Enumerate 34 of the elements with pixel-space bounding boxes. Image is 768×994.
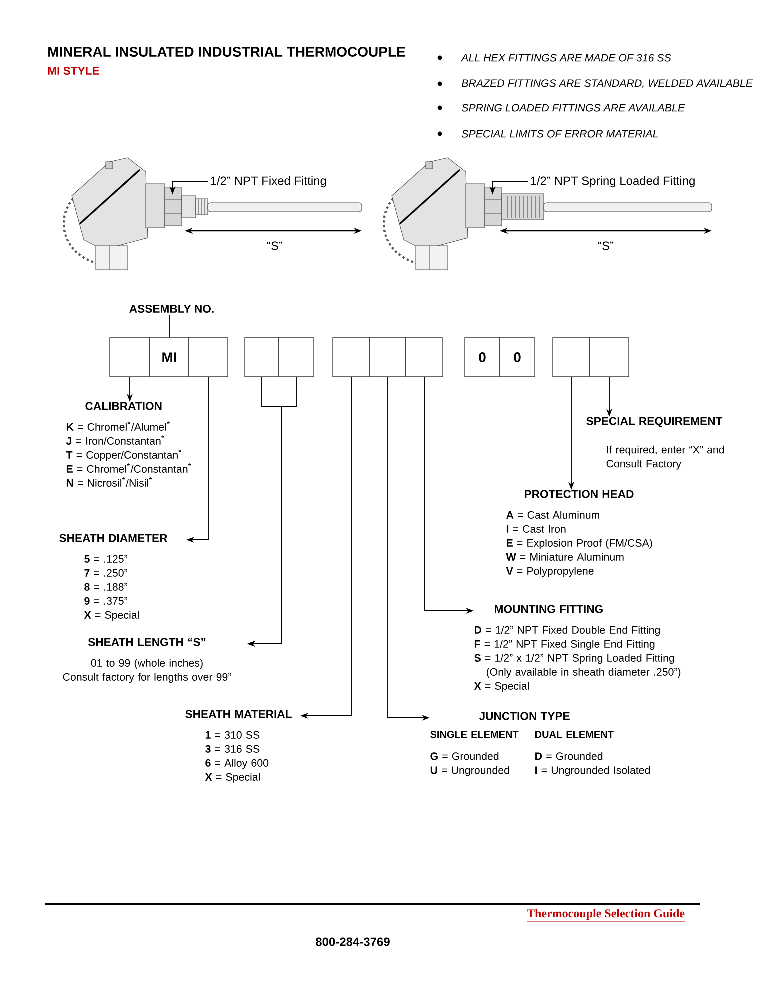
code-box [278,338,314,378]
code-box [406,338,444,378]
bullet-item: SPRING LOADED FITTINGS ARE AVAILABLE [438,104,686,112]
code-box [188,338,228,378]
option-list: SHEATH MATERIAL 1 = 310 SS 3 = 316 SS 6 = Alloy 600 X = Special [186,710,292,784]
dimension-label: “S” [598,242,614,250]
code-box [370,338,406,378]
code-box [110,338,150,378]
footer-title: Thermocouple Selection Guide [526,909,686,922]
code-box [590,338,630,378]
title: MINERAL INSULATED INDUSTRIAL THERMOCOUPLE [48,47,406,57]
thermocouple-drawing [63,158,362,270]
phone-number: 800-284-3769 [316,938,390,946]
bullet-item: ALL HEX FITTINGS ARE MADE OF 316 SS [438,54,672,62]
code-box: MI [150,338,190,378]
option-list: SPECIAL REQUIREMENT If required, enter “X” and Consult Factory [586,417,724,470]
code-box [332,338,370,378]
option-list: SHEATH LENGTH “S” 01 to 99 (whole inches) Consult factory for lengths over 99” [63,638,232,684]
code-box: 0 [500,338,536,378]
option-list: SHEATH DIAMETER 5 = .125” 7 = .250” 8 = .188” 9 = .375” X = Special [60,534,168,622]
bullet-item: SPECIAL LIMITS OF ERROR MATERIAL [438,130,658,138]
option-list: PROTECTION HEAD A = Cast Aluminum I = Cast Iron E = Explosion Proof (FM/CSA) W = Miniature Aluminum V = Polypropylene [506,490,652,578]
option-list: MOUNTING FITTING D = 1/2” NPT Fixed Double End Fitting F = 1/2” NPT Fixed Single End Fitting S = 1/2” x 1/2” NPT Spring Loaded Fitting (Only available in sheath diameter .250”) X = Special [474,605,681,692]
bullet-item: BRAZED FITTINGS ARE STANDARD, WELDED AVAILABLE [438,80,754,88]
option-list: JUNCTION TYPE SINGLE ELEMENT DUAL ELEMENT G = Grounded D = Grounded U = Ungrounded I = Ungrounded Isolated [430,712,650,776]
code-box: 0 [464,338,500,378]
assembly-label: ASSEMBLY NO. [130,305,214,313]
dimension-label: “S” [267,242,283,250]
leader-line [169,314,170,338]
subtitle: MI STYLE [48,67,100,75]
option-list: CALIBRATION K = Chromel$^{*}$/Alumel$^{*}$ J = Iron/Constantan$^{*}$ T = Copper/Constantan$^{*}$ E = Chromel$^{*}$/Constantan$^{*}$ N = Nicrosil$^{*}$/Nisil$^{*}$ [66,402,192,487]
code-box [244,338,280,378]
thermocouple-drawing [383,158,712,270]
code-box [552,338,590,378]
